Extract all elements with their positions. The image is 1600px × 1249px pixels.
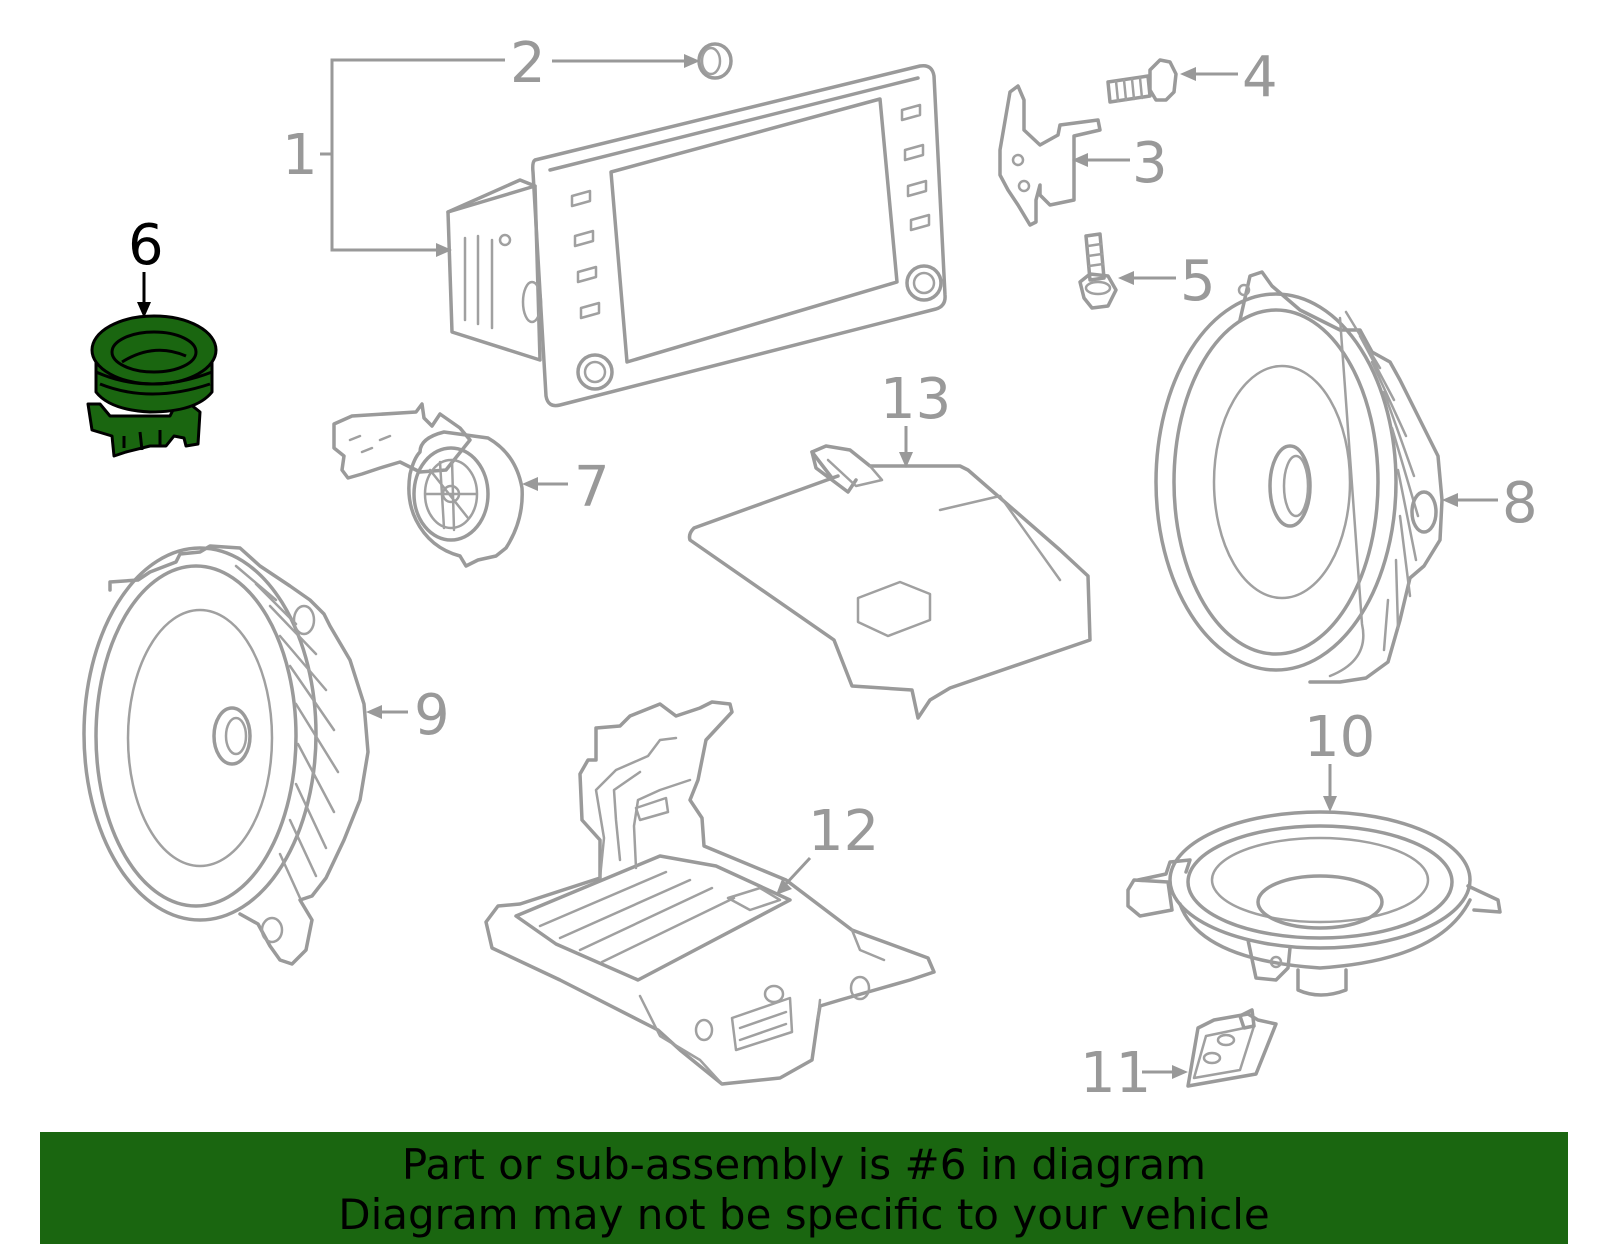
callout-5: 5 xyxy=(1180,249,1216,314)
part-8-speaker xyxy=(1154,270,1444,684)
callout-8: 8 xyxy=(1502,471,1538,536)
part-13-cover xyxy=(687,444,1092,720)
callout-3: 3 xyxy=(1132,131,1168,196)
callout-6: 6 xyxy=(128,213,164,278)
part-5-bolt xyxy=(1078,232,1118,310)
part-3-bracket xyxy=(998,84,1102,227)
part-11-connector xyxy=(1186,1008,1278,1088)
callout-13: 13 xyxy=(880,367,951,432)
callout-1: 1 xyxy=(282,123,318,188)
leader-lines xyxy=(137,54,1498,1079)
banner-line-1: Part or sub-assembly is #6 in diagram xyxy=(401,1140,1207,1189)
callout-9: 9 xyxy=(414,683,450,748)
callout-10: 10 xyxy=(1304,705,1375,770)
part-6-speaker-highlighted xyxy=(86,314,218,458)
part-1-display-unit xyxy=(446,63,947,408)
callout-2: 2 xyxy=(510,31,546,96)
part-4-bolt xyxy=(1106,58,1178,104)
banner-line-2: Diagram may not be specific to your vehi… xyxy=(338,1190,1270,1239)
info-banner: Part or sub-assembly is #6 in diagram Di… xyxy=(40,1132,1568,1244)
part-9-speaker xyxy=(82,544,370,966)
callout-12: 12 xyxy=(808,799,879,864)
part-10-speaker xyxy=(1126,810,1502,997)
part-2-cap xyxy=(697,42,733,80)
part-12-amplifier xyxy=(484,700,936,1086)
callout-7: 7 xyxy=(574,455,610,520)
callout-11: 11 xyxy=(1080,1041,1151,1106)
callout-labels: 1 2 3 4 5 6 7 8 9 10 11 12 13 xyxy=(128,31,1538,1106)
part-7-tweeter xyxy=(332,402,524,568)
callout-4: 4 xyxy=(1242,45,1278,110)
